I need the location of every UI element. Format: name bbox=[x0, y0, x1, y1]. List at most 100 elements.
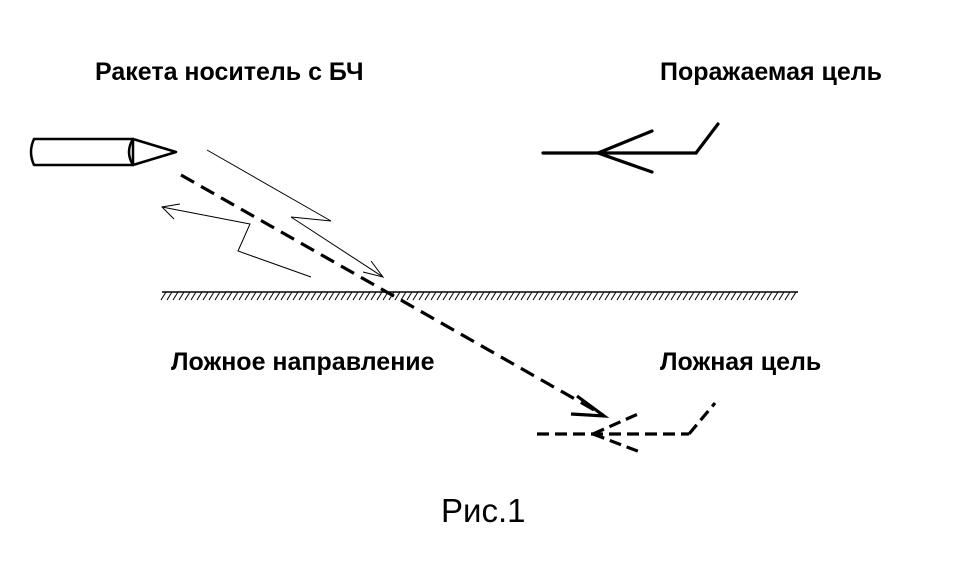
rocket-icon bbox=[29, 137, 178, 167]
hatch-stroke bbox=[400, 291, 407, 301]
hatch-stroke bbox=[730, 291, 737, 301]
hatch-stroke bbox=[772, 291, 779, 301]
hatch-stroke bbox=[478, 291, 485, 301]
hatch-stroke bbox=[562, 291, 569, 301]
hatch-stroke bbox=[742, 291, 749, 301]
hatch-stroke bbox=[364, 291, 371, 301]
hatch-stroke bbox=[256, 291, 263, 301]
hatch-stroke bbox=[676, 291, 683, 301]
hatch-stroke bbox=[658, 291, 665, 301]
hatch-stroke bbox=[712, 291, 719, 301]
hatch-stroke bbox=[508, 291, 515, 301]
hatch-stroke bbox=[376, 291, 383, 301]
hatch-stroke bbox=[688, 291, 695, 301]
hatch-stroke bbox=[208, 291, 215, 301]
hatch-stroke bbox=[292, 291, 299, 301]
hatch-stroke bbox=[526, 291, 533, 301]
hatch-stroke bbox=[268, 291, 275, 301]
hatch-stroke bbox=[574, 291, 581, 301]
target-head bbox=[596, 129, 654, 174]
hatch-stroke bbox=[616, 291, 623, 301]
hatch-stroke bbox=[244, 291, 251, 301]
hatch-stroke bbox=[352, 291, 359, 301]
hatch-stroke bbox=[544, 291, 551, 301]
hatch-stroke bbox=[496, 291, 503, 301]
rocket-body bbox=[29, 137, 135, 167]
hatch-stroke bbox=[646, 291, 653, 301]
hatch-stroke bbox=[202, 291, 209, 301]
hatch-stroke bbox=[748, 291, 755, 301]
hatch-stroke bbox=[424, 291, 431, 301]
flight-path bbox=[180, 173, 610, 418]
false-target-head-upper bbox=[592, 412, 639, 436]
hatch-stroke bbox=[466, 291, 473, 301]
hatch-stroke bbox=[454, 291, 461, 301]
hatch-stroke bbox=[760, 291, 767, 301]
hatch-stroke bbox=[382, 291, 389, 301]
false-trajectory-arrowhead bbox=[570, 394, 610, 418]
false-target-head-lower bbox=[592, 432, 641, 454]
hatch-stroke bbox=[592, 291, 599, 301]
hatch-stroke bbox=[622, 291, 629, 301]
hatch-stroke bbox=[502, 291, 509, 301]
target-icon bbox=[541, 122, 720, 174]
hatch-stroke bbox=[436, 291, 443, 301]
hatch-stroke bbox=[670, 291, 677, 301]
hatch-stroke bbox=[556, 291, 563, 301]
hatch-stroke bbox=[514, 291, 521, 301]
hatch-stroke bbox=[328, 291, 335, 301]
hatch-stroke bbox=[784, 291, 791, 301]
hatch-stroke bbox=[316, 291, 323, 301]
carrier-rocket-label: Ракета носитель с БЧ bbox=[95, 58, 364, 86]
hatch-stroke bbox=[214, 291, 221, 301]
hatch-stroke bbox=[520, 291, 527, 301]
hatch-stroke bbox=[262, 291, 269, 301]
hatch-stroke bbox=[178, 291, 185, 301]
hatch-stroke bbox=[718, 291, 725, 301]
hatch-stroke bbox=[790, 291, 797, 301]
hatch-stroke bbox=[250, 291, 257, 301]
hatch-stroke bbox=[472, 291, 479, 301]
hatch-stroke bbox=[754, 291, 761, 301]
hatch-stroke bbox=[442, 291, 449, 301]
ground-hatching bbox=[160, 291, 797, 301]
signal-arrows bbox=[160, 149, 385, 278]
hatch-stroke bbox=[418, 291, 425, 301]
incoming-signal-arrowhead bbox=[362, 260, 385, 278]
reflected-signal-arrow bbox=[161, 206, 312, 278]
hatch-stroke bbox=[412, 291, 419, 301]
hatch-stroke bbox=[358, 291, 365, 301]
target-tail bbox=[694, 122, 720, 155]
hatch-stroke bbox=[538, 291, 545, 301]
hatch-stroke bbox=[736, 291, 743, 301]
hatch-stroke bbox=[682, 291, 689, 301]
hatch-stroke bbox=[280, 291, 287, 301]
hatch-stroke bbox=[700, 291, 707, 301]
hatch-stroke bbox=[238, 291, 245, 301]
hatch-stroke bbox=[286, 291, 293, 301]
reflected-signal-arrowhead bbox=[160, 203, 181, 220]
figure-caption: Рис.1 bbox=[441, 492, 526, 529]
hatch-stroke bbox=[310, 291, 317, 301]
hatch-stroke bbox=[694, 291, 701, 301]
hatch-stroke bbox=[640, 291, 647, 301]
hatch-stroke bbox=[610, 291, 617, 301]
hatch-stroke bbox=[340, 291, 347, 301]
false-target-icon bbox=[537, 401, 717, 454]
hatch-stroke bbox=[220, 291, 227, 301]
hatch-stroke bbox=[568, 291, 575, 301]
incoming-signal-arrow bbox=[206, 149, 384, 278]
hatch-stroke bbox=[430, 291, 437, 301]
hatch-stroke bbox=[304, 291, 311, 301]
hatch-stroke bbox=[184, 291, 191, 301]
hatch-stroke bbox=[586, 291, 593, 301]
false-direction-label: Ложное направление bbox=[171, 348, 435, 376]
hatch-stroke bbox=[388, 291, 395, 301]
hatch-stroke bbox=[604, 291, 611, 301]
hatch-stroke bbox=[628, 291, 635, 301]
hatch-stroke bbox=[460, 291, 467, 301]
hatch-stroke bbox=[172, 291, 179, 301]
hatch-stroke bbox=[448, 291, 455, 301]
